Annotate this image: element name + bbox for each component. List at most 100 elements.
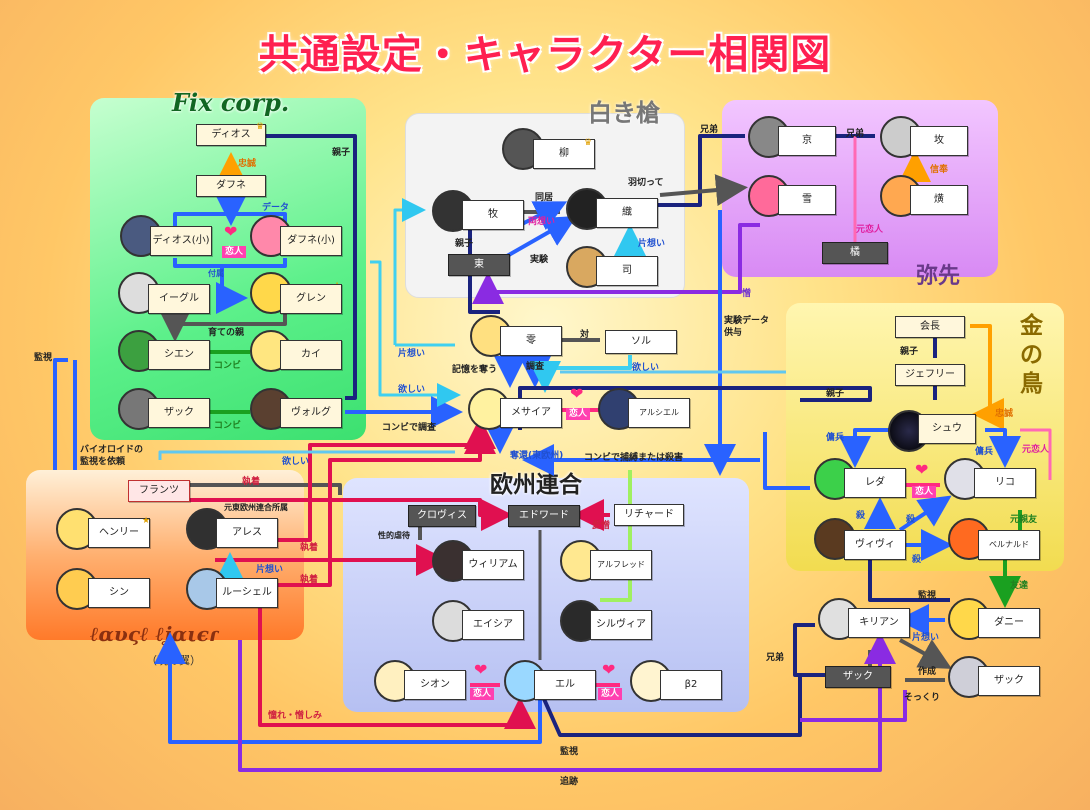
node-bernard: ベルナルド: [978, 530, 1040, 560]
label-kanshi-bottom: 監視: [560, 747, 579, 757]
label-kataomoi-1: 片想い: [398, 349, 426, 359]
label-konbi: コンビ: [214, 361, 242, 371]
node-ares: アレス: [216, 518, 278, 548]
group-title-fix-corp: Fix corp.: [172, 88, 290, 117]
node-lucifer: ルーシェル: [216, 578, 278, 608]
label-kataomoi-tsukasa: 片想い: [638, 239, 666, 249]
node-kaicho: 会長: [895, 316, 965, 338]
avatar-messiah: [468, 388, 510, 430]
heart-icon-3: ❤: [915, 460, 929, 479]
label-oyako-shiroki: 親子: [455, 239, 474, 249]
label-motokoibito-kin: 元恋人: [1022, 445, 1050, 455]
node-shin: シン: [88, 578, 150, 608]
label-shuchaku-3: 執着: [300, 575, 319, 585]
label-uragitte: 羽切って: [628, 178, 664, 188]
label-bio: バイオロイドの: [80, 445, 144, 455]
node-leda: レダ: [844, 468, 906, 498]
love-tag-4: 恋人: [470, 688, 495, 700]
label-kataomoi-kirian: 片想い: [912, 633, 940, 643]
label-hoshii-left: 欲しい: [398, 385, 426, 395]
label-sodate: 育ての親: [208, 328, 245, 338]
node-ko: 坆: [910, 126, 968, 156]
node-clovis: クロヴィス: [408, 505, 476, 527]
node-worg: ヴォルグ: [280, 398, 342, 428]
node-eru: エル: [534, 670, 596, 700]
label-bio2: 監視を依頼: [80, 457, 126, 467]
love-tag-3: 恋人: [912, 486, 937, 498]
label-data: データ: [262, 203, 290, 213]
label-oyako-fix: 親子: [332, 148, 351, 158]
node-silvia: シルヴィア: [590, 610, 652, 640]
node-shion: シオン: [404, 670, 466, 700]
label-doukyo: 同居: [535, 193, 554, 203]
love-tag-5: 恋人: [598, 688, 623, 700]
node-shien: シエン: [148, 340, 210, 370]
label-sokkuri: そっくり: [904, 693, 941, 703]
node-danny: ダニー: [978, 608, 1040, 638]
node-kyo: 京: [778, 126, 836, 156]
node-eagle: イーグル: [148, 284, 210, 314]
label-koroshi-2: 殺: [906, 515, 916, 525]
label-koroshi-3: 殺: [912, 555, 922, 565]
label-chusei: 忠誠: [238, 159, 257, 169]
node-kirian: キリアン: [848, 608, 910, 638]
label-chousa: 調査: [526, 362, 545, 372]
group-title-oushu-rengou: 欧州連合: [490, 472, 582, 498]
label-kyouyo: 供与: [724, 328, 743, 338]
crown-icon-2: ♛: [584, 138, 593, 148]
group-title-kin-no-tori: 金の鳥: [1020, 313, 1043, 397]
node-dafune-small: ダフネ(小): [280, 226, 342, 256]
node-william: ウィリアム: [462, 550, 524, 580]
node-shu: シュウ: [918, 414, 976, 444]
node-henry: ヘンリー: [88, 518, 150, 548]
label-jikken: 実験: [530, 255, 549, 265]
label-ryouomoi: 両想い: [528, 217, 556, 227]
label-kyodai-1: 兄弟: [700, 125, 719, 135]
label-youhei-2: 傭兵: [975, 447, 994, 457]
node-zakk-kin-2: ザック: [978, 666, 1040, 696]
label-kanshi-aka: 監視: [34, 353, 53, 363]
node-tachibana: 橘: [822, 242, 888, 264]
group-title-misaki: 弥先: [916, 264, 961, 289]
label-shuchaku-2: 執着: [300, 543, 319, 553]
label-konbi-2: コンビ: [214, 421, 242, 431]
label-kanshi-kin: 監視: [918, 591, 937, 601]
label-tomodachi: 友達: [1010, 581, 1029, 591]
label-tsukizoi: 付属: [208, 269, 224, 278]
node-riko: リコ: [974, 468, 1036, 498]
node-rei: 零: [500, 326, 562, 356]
label-hoshii-bottom: 欲しい: [282, 457, 310, 467]
group-title-shiroki-yari: 白き槍: [588, 99, 660, 127]
label-konbi-chousa: コンビで調査: [382, 423, 437, 433]
love-tag: 恋人: [222, 246, 247, 258]
node-zakk-fix: ザック: [148, 398, 210, 428]
node-jeffrey: ジェフリー: [895, 364, 965, 386]
label-akogare: 憧れ・憎しみ: [268, 711, 323, 721]
node-ho: 熿: [910, 185, 968, 215]
star-icon-2: ★: [142, 516, 151, 526]
label-motokoibito-misaki: 元恋人: [856, 225, 884, 235]
label-jikken-data: 実験データ: [724, 316, 770, 326]
node-higashi: 東: [448, 254, 510, 276]
label-chusei-kin: 忠誠: [995, 409, 1014, 419]
label-motoshinyu: 元親友: [1010, 515, 1038, 525]
label-shinpai: 信奉: [930, 165, 949, 175]
node-messiah: メサイア: [500, 398, 562, 428]
node-dios-small: ディオス(小): [150, 226, 212, 256]
label-dakkan: 奪還(東欧州): [510, 451, 564, 461]
node-ori: 織: [596, 198, 658, 228]
label-tsuiseki: 追跡: [560, 777, 579, 787]
node-kai: カイ: [280, 340, 342, 370]
label-moto-oushu: 元東欧州連合所属: [224, 503, 288, 512]
label-youhei-1: 傭兵: [826, 433, 845, 443]
node-franz: フランツ: [128, 480, 190, 502]
node-sol: ソル: [605, 330, 677, 354]
label-seiteki: 性的虐待: [378, 531, 410, 540]
node-maki: 牧: [462, 200, 524, 230]
label-kyodai-kin: 兄弟: [766, 653, 785, 663]
node-yanagi: 柳: [533, 139, 595, 169]
node-richard: リチャード: [614, 504, 684, 526]
heart-icon-5: ❤: [602, 660, 616, 679]
label-kataomoi-aka: 片想い: [256, 565, 284, 575]
